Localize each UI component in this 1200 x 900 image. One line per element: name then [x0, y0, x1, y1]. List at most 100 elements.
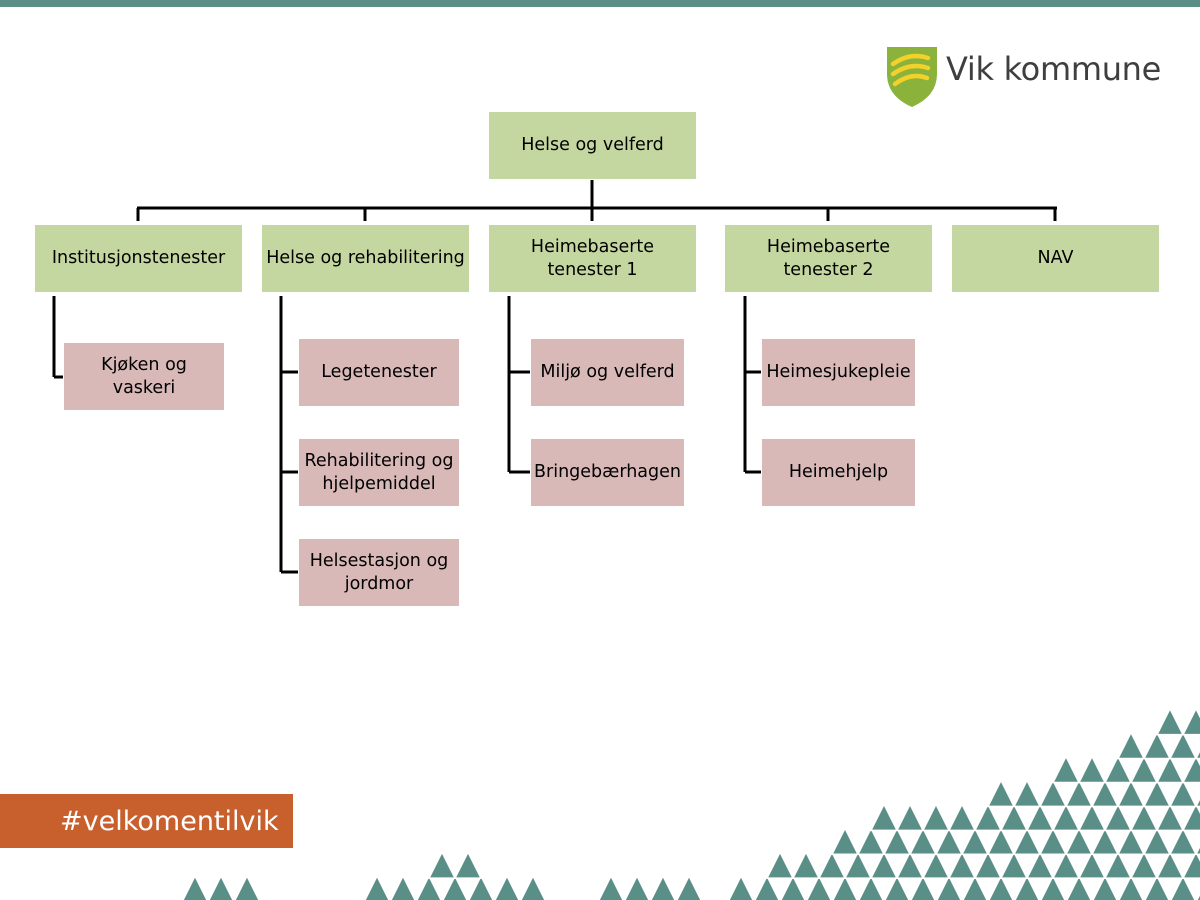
- mountain-triangle: [830, 826, 860, 855]
- unit-box-rehabilitering-og-hjelpemiddel: Rehabilitering og hjelpemiddel: [299, 439, 459, 506]
- mountain-triangle: [986, 778, 1016, 808]
- mountain-triangle: [843, 850, 873, 879]
- mountain-triangle: [520, 874, 546, 900]
- mountain-triangle: [882, 826, 912, 855]
- mountain-triangle: [1025, 802, 1055, 832]
- mountain-triangle: [986, 826, 1016, 855]
- mountain-pattern-decoration: [182, 706, 1200, 900]
- mountain-triangle: [208, 874, 234, 900]
- mountain-triangle: [806, 874, 832, 900]
- mountain-triangle: [999, 802, 1029, 832]
- mountain-triangle: [1155, 754, 1185, 784]
- mountain-triangle: [973, 802, 1003, 832]
- mountain-triangle: [780, 874, 806, 900]
- mountain-triangle: [1142, 730, 1172, 760]
- mountain-triangle: [936, 874, 962, 900]
- mountain-triangle: [1077, 802, 1107, 832]
- mountain-triangle: [1064, 826, 1094, 855]
- mountain-triangle: [728, 874, 754, 900]
- mountain-triangle: [1142, 826, 1172, 855]
- mountain-triangle: [791, 850, 821, 879]
- mountain-triangle: [1116, 730, 1146, 760]
- mountain-triangle: [1168, 778, 1198, 808]
- mountain-triangle: [390, 874, 416, 900]
- mountain-triangle: [856, 826, 886, 855]
- mountain-triangle: [1168, 826, 1198, 855]
- mountain-triangle: [494, 874, 520, 900]
- mountain-triangle: [858, 874, 884, 900]
- dept-box-institusjonstenester: Institusjonstenester: [35, 225, 242, 292]
- mountain-triangle: [1051, 802, 1081, 832]
- unit-box-miljo-og-velferd: Miljø og velferd: [531, 339, 684, 406]
- hashtag-banner: #velkomentilvik: [0, 794, 293, 848]
- mountain-triangle: [1051, 850, 1081, 879]
- mountain-triangle: [1170, 874, 1196, 900]
- hashtag-text: #velkomentilvik: [60, 805, 279, 837]
- mountain-triangle: [1181, 706, 1200, 736]
- mountain-triangle: [832, 874, 858, 900]
- mountain-triangle: [1155, 802, 1185, 832]
- mountain-triangle: [1066, 874, 1092, 900]
- unit-box-heimehjelp: Heimehjelp: [762, 439, 915, 506]
- mountain-triangle: [960, 826, 990, 855]
- mountain-triangle: [869, 802, 899, 832]
- mountain-triangle: [884, 874, 910, 900]
- unit-box-heimesjukepleie: Heimesjukepleie: [762, 339, 915, 406]
- mountain-triangle: [765, 850, 795, 879]
- unit-box-helsestasjon-og-jordmor: Helsestasjon og jordmor: [299, 539, 459, 606]
- mountain-triangle: [1196, 892, 1200, 900]
- mountain-triangle: [1103, 754, 1133, 784]
- mountain-triangle: [999, 850, 1029, 879]
- mountain-triangle: [1129, 850, 1159, 879]
- mountain-triangle: [895, 802, 925, 832]
- mountain-triangle: [598, 874, 624, 900]
- mountain-triangle: [1181, 802, 1200, 832]
- mountain-triangle: [1155, 706, 1185, 736]
- mountain-triangle: [1012, 778, 1042, 808]
- unit-box-kjoken-og-vaskeri: Kjøken og vaskeri: [64, 343, 224, 410]
- mountain-triangle: [1077, 754, 1107, 784]
- mountain-triangle: [1116, 826, 1146, 855]
- mountain-triangle: [1194, 844, 1200, 855]
- mountain-triangle: [1103, 850, 1133, 879]
- mountain-triangle: [1038, 778, 1068, 808]
- mountain-triangle: [1155, 850, 1185, 879]
- mountain-triangle: [364, 874, 390, 900]
- mountain-triangle: [988, 874, 1014, 900]
- mountain-triangle: [416, 874, 442, 900]
- mountain-triangle: [973, 850, 1003, 879]
- mountain-triangle: [1181, 850, 1200, 879]
- dept-box-heimebaserte-tenester-2: Heimebaserte tenester 2: [725, 225, 932, 292]
- mountain-triangle: [427, 850, 457, 879]
- dept-box-nav: NAV: [952, 225, 1159, 292]
- mountain-triangle: [1168, 730, 1198, 760]
- mountain-triangle: [453, 850, 483, 879]
- mountain-triangle: [1014, 874, 1040, 900]
- unit-box-legetenester: Legetenester: [299, 339, 459, 406]
- mountain-triangle: [1090, 826, 1120, 855]
- mountain-triangle: [1194, 748, 1200, 760]
- mountain-triangle: [910, 874, 936, 900]
- org-root-box: Helse og velferd: [489, 112, 696, 179]
- mountain-triangle: [754, 874, 780, 900]
- mountain-triangle: [1012, 826, 1042, 855]
- vik-kommune-logo: Vik kommune: [884, 44, 1164, 110]
- mountain-triangle: [650, 874, 676, 900]
- mountain-triangle: [1038, 826, 1068, 855]
- mountain-triangle: [624, 874, 650, 900]
- mountain-triangle: [895, 850, 925, 879]
- dept-box-helse-og-rehabilitering: Helse og rehabilitering: [262, 225, 469, 292]
- mountain-triangle: [934, 826, 964, 855]
- mountain-triangle: [1040, 874, 1066, 900]
- mountain-triangle: [1051, 754, 1081, 784]
- mountain-triangle: [921, 850, 951, 879]
- unit-box-bringebaerhagen: Bringebærhagen: [531, 439, 684, 506]
- dept-box-heimebaserte-tenester-1: Heimebaserte tenester 1: [489, 225, 696, 292]
- mountain-triangle: [1144, 874, 1170, 900]
- mountain-triangle: [1116, 778, 1146, 808]
- mountain-triangle: [962, 874, 988, 900]
- mountain-triangle: [947, 850, 977, 879]
- mountain-triangle: [1129, 802, 1159, 832]
- mountain-triangle: [921, 802, 951, 832]
